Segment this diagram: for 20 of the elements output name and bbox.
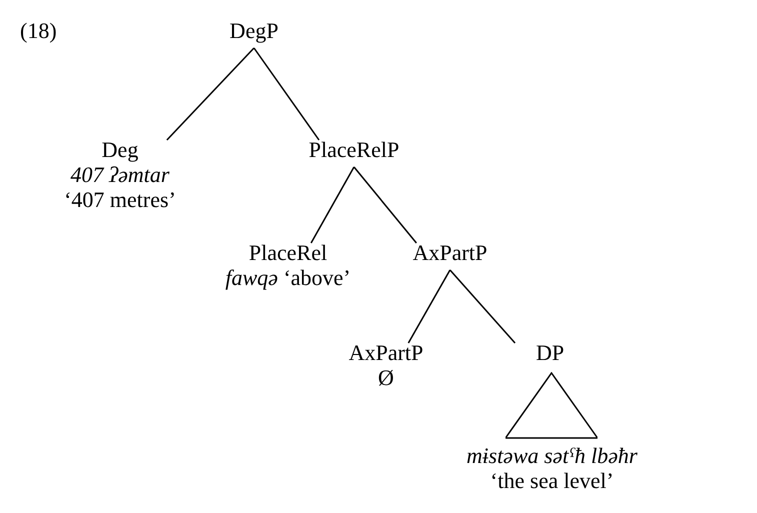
tree-branch — [166, 47, 255, 141]
gloss: ‘407 metres’ — [64, 187, 176, 212]
tree-branch — [449, 270, 516, 344]
gloss: Ø — [377, 365, 395, 390]
example-number: (18) — [20, 18, 57, 43]
transliteration: mɨstəwa sətˤħ lbəħr — [466, 443, 638, 468]
node-label: Deg — [100, 137, 140, 162]
tree-branch — [408, 270, 451, 344]
node-label: DegP — [230, 18, 278, 43]
node-label: PlaceRelP — [308, 137, 400, 162]
gloss: ‘the sea level’ — [489, 468, 615, 493]
tree-branch — [310, 166, 355, 244]
tree-branch — [253, 48, 320, 140]
gloss: fawqə ‘above’ — [225, 265, 351, 290]
transliteration: 407 ʔəmtar — [70, 162, 170, 187]
node-label: DP — [536, 340, 564, 365]
tree-branch — [353, 166, 417, 244]
node-label: AxPartP — [348, 340, 424, 365]
node-label: AxPartP — [412, 240, 488, 265]
node-label: PlaceRel — [248, 240, 328, 265]
